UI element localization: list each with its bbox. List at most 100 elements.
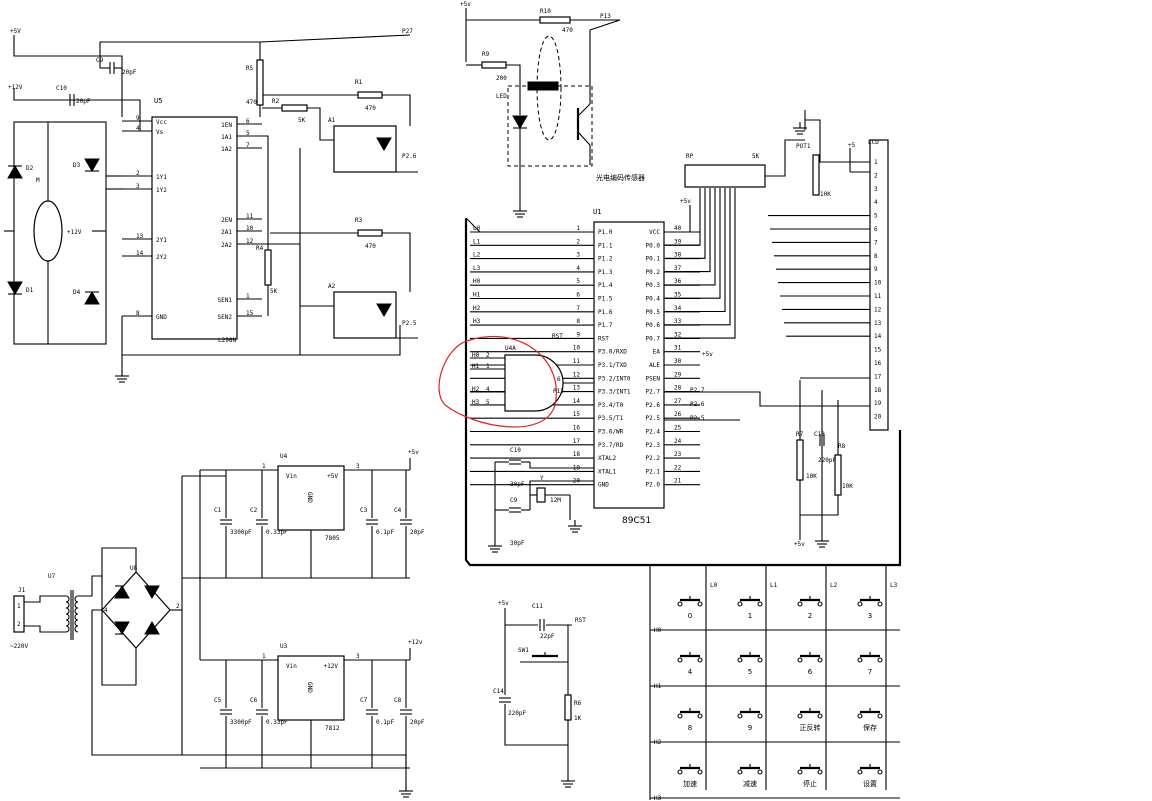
resistor (281, 104, 308, 112)
lcd-pin: 18 (874, 387, 882, 394)
mcu-pin-name: P2.0 (646, 482, 661, 489)
keypad-col-label: L2 (830, 582, 838, 589)
driver-pin-num: 4 (136, 125, 140, 132)
input-pin: 2 (17, 621, 21, 628)
mcu-pin-name: P3.3/INT1 (598, 389, 631, 396)
mcu-part: 89C51 (622, 516, 651, 526)
regulator-pin1: 1 (262, 653, 266, 660)
keypad-key-label: 设置 (863, 779, 877, 788)
mcu-pin-name: GND (598, 482, 609, 489)
transformer-coil (74, 613, 79, 621)
mcu-pin-number: 18 (573, 451, 581, 458)
key-contact (877, 769, 883, 775)
wire (664, 391, 870, 407)
mcu-pin-name: P1.3 (598, 269, 613, 276)
cap-val: 0.33pF (266, 529, 288, 536)
driver-pin-name: SEN1 (218, 297, 233, 304)
r10-ref: R10 (540, 8, 551, 15)
r2-val: 5K (298, 117, 306, 124)
rp-val: 5K (752, 153, 760, 160)
mcu-body (593, 221, 665, 509)
diode (7, 281, 23, 295)
mcu-pin-number: 16 (573, 425, 581, 432)
mcu-pin-name: P0.7 (646, 335, 661, 342)
cap-val: 0.33pF (266, 719, 288, 726)
mcu-pin-name: P3.4/T0 (598, 402, 624, 409)
mcu-pin-name: XTAL2 (598, 455, 616, 462)
bridge-rectifier (101, 571, 171, 649)
resistor (539, 16, 571, 24)
mcu-pin-number: 19 (573, 464, 581, 471)
regulator-vout: +5V (327, 473, 338, 480)
transformer-coil (74, 595, 79, 603)
cap-ref: C2 (250, 507, 258, 514)
reset-vcc: +5v (498, 600, 509, 607)
vcc-wire (13, 45, 123, 117)
r2-ref: R2 (272, 98, 280, 105)
mcu-pin-name: EA (653, 349, 661, 356)
mcu-pin-name: P1.4 (598, 282, 613, 289)
keypad-key-label: 停止 (803, 779, 817, 788)
r3-val: 470 (365, 243, 376, 250)
motor (33, 200, 63, 262)
mcu-vcc: +5v (680, 198, 691, 205)
key-contact (817, 601, 823, 607)
p0-bus-wire (664, 188, 706, 259)
mcu-pin-number: 33 (674, 318, 682, 325)
mcu-pin-number: 23 (674, 451, 682, 458)
driver-pin-name: 1EN (221, 122, 232, 129)
driver-body (151, 116, 238, 340)
driver-pin-name: Vs (156, 129, 164, 136)
mcu-pin-name: P1.5 (598, 296, 613, 303)
lcd-pin: 1 (874, 159, 878, 166)
key-contact (697, 713, 703, 719)
mcu-pin-number: 26 (674, 411, 682, 418)
cap-val: 20pF (410, 719, 425, 726)
transformer-coil (65, 613, 70, 621)
diode-ref: D3 (73, 162, 81, 169)
mcu-pin-name: P2.5 (646, 415, 661, 422)
and-gate (504, 354, 564, 412)
xtal-y: Y (540, 475, 544, 482)
key-contact (697, 657, 703, 663)
mcu-pin-number: 10 (573, 345, 581, 352)
mcu-pin-name: P3.2/INT0 (598, 375, 631, 382)
keypad-row-label: H2 (654, 739, 662, 746)
resistor (481, 61, 507, 69)
motor-ref: M (36, 177, 40, 184)
keypad-key-label: 0 (688, 612, 692, 620)
resistor (564, 694, 572, 721)
mcu-pin-name: ALE (649, 362, 660, 369)
mcu-pin-number: 17 (573, 438, 581, 445)
diode (84, 291, 100, 305)
regulator-part: 7812 (325, 725, 340, 732)
input-connector (13, 595, 25, 633)
gate-input-pin: 1 (486, 363, 490, 370)
mcu-pin-name: P3.1/TXD (598, 362, 627, 369)
regulator-vin: Vin (286, 473, 297, 480)
lcd-gnd-label: +5v (794, 541, 805, 548)
regulator-pin3: 3 (356, 653, 360, 660)
transformer-coil (65, 601, 70, 609)
mcu-pin-number: 14 (573, 398, 581, 405)
gate-out-net: P13 (553, 388, 564, 395)
driver-c-top-val: 20pF (122, 69, 137, 76)
driver-pin-num: 11 (246, 213, 254, 220)
mcu-net-label: L2 (473, 252, 481, 259)
lcd-pin: 11 (874, 293, 882, 300)
driver-pin-name: Vcc (156, 119, 167, 126)
resistor (264, 249, 272, 286)
mcu-pin-number: 28 (674, 385, 682, 392)
bus-entry (465, 217, 481, 233)
key-contact (857, 657, 863, 663)
mcu-pin-name: P2.4 (646, 429, 661, 436)
mcu-pin-number: 11 (573, 358, 581, 365)
keypad-key-label: 4 (688, 668, 693, 676)
driver-pin-num: 1 (246, 293, 250, 300)
driver-pin-num: 15 (246, 310, 254, 317)
driver-pin-num: 6 (246, 118, 250, 125)
key-contact (737, 657, 743, 663)
main-bus (464, 218, 902, 567)
wire (24, 595, 66, 603)
regulator-gnd: GND (306, 492, 313, 503)
